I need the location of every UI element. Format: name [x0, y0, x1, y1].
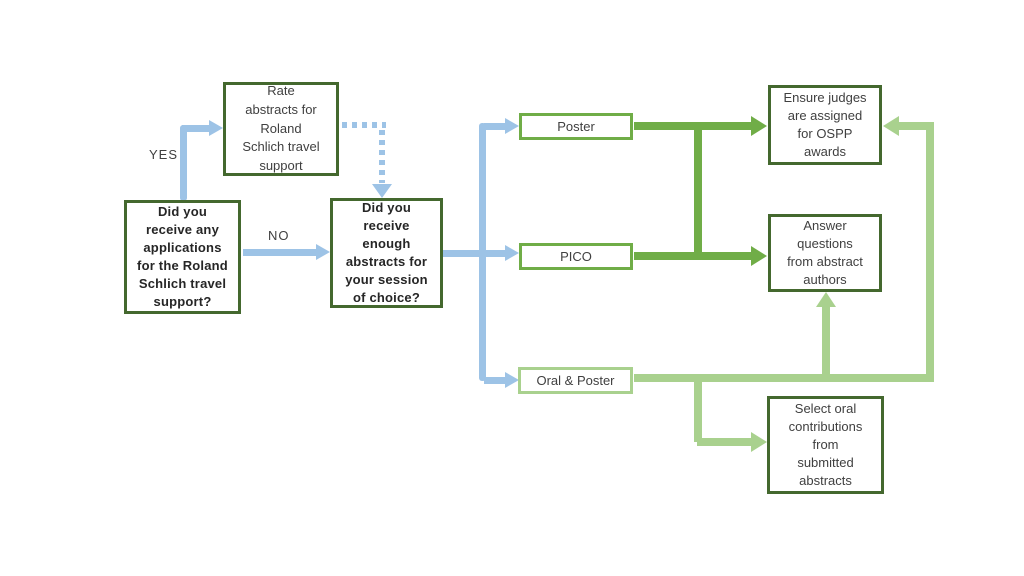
- arrowhead-pico-icon: [505, 245, 519, 261]
- arrowhead-select-icon: [751, 432, 767, 452]
- connector-right-top-horizontal: [898, 122, 934, 130]
- node-pico-label: PICO: [560, 248, 592, 264]
- node-did-you-receive-enough-label: Did you receive enough abstracts for you…: [345, 200, 428, 305]
- connector-branch-pico: [484, 250, 505, 257]
- connector-down-vertical: [694, 380, 702, 442]
- connector-yes-horizontal: [182, 125, 209, 132]
- connector-poster-judges: [634, 122, 752, 130]
- node-ensure-judges: Ensure judges are assigned for OSPP awar…: [768, 85, 882, 165]
- node-did-you-receive-applications: Did you receive any applications for the…: [124, 200, 241, 314]
- label-no: NO: [268, 228, 290, 243]
- connector-right-vertical: [926, 122, 934, 378]
- node-select-oral: Select oral contributions from submitted…: [767, 396, 884, 494]
- connector-oralposter-main: [634, 374, 934, 382]
- label-yes: YES: [149, 147, 179, 162]
- node-poster: Poster: [519, 113, 633, 140]
- connector-branch-oral: [484, 377, 505, 384]
- arrowhead-oral-icon: [505, 372, 519, 388]
- connector-trunk-vertical: [479, 123, 486, 381]
- connector-mid-vertical: [694, 122, 702, 260]
- connector-q2-out: [443, 250, 482, 257]
- connector-down-horizontal: [697, 438, 751, 446]
- node-poster-label: Poster: [557, 118, 595, 134]
- arrowhead-poster-icon: [505, 118, 519, 134]
- node-answer-questions: Answer questions from abstract authors: [768, 214, 882, 292]
- arrowhead-up-answer-icon: [816, 292, 836, 307]
- connector-yes-vertical: [180, 125, 187, 201]
- connector-branch-poster: [484, 123, 505, 130]
- arrowhead-answer-icon: [751, 246, 767, 266]
- node-pico: PICO: [519, 243, 633, 270]
- node-did-you-receive-enough: Did you receive enough abstracts for you…: [330, 198, 443, 308]
- node-answer-questions-label: Answer questions from abstract authors: [787, 217, 863, 288]
- node-did-you-receive-applications-label: Did you receive any applications for the…: [137, 204, 228, 309]
- connector-dashed-horizontal: [342, 122, 386, 128]
- arrowhead-yes-icon: [209, 120, 223, 136]
- node-rate-abstracts: Rate abstracts for Roland Schlich travel…: [223, 82, 339, 176]
- node-oral-poster: Oral & Poster: [518, 367, 633, 394]
- connector-pico-answer: [634, 252, 752, 260]
- node-select-oral-label: Select oral contributions from submitted…: [788, 400, 863, 489]
- connector-no-horizontal: [243, 249, 316, 256]
- connector-up-vertical: [822, 306, 830, 376]
- arrowhead-left-judges-icon: [883, 116, 899, 136]
- node-oral-poster-label: Oral & Poster: [536, 372, 615, 388]
- arrowhead-no-icon: [316, 244, 330, 260]
- arrowhead-judges-icon: [751, 116, 767, 136]
- arrowhead-dashed-down-icon: [372, 184, 392, 198]
- connector-dashed-vertical: [379, 130, 385, 183]
- node-rate-abstracts-label: Rate abstracts for Roland Schlich travel…: [242, 82, 320, 174]
- node-ensure-judges-label: Ensure judges are assigned for OSPP awar…: [783, 89, 867, 160]
